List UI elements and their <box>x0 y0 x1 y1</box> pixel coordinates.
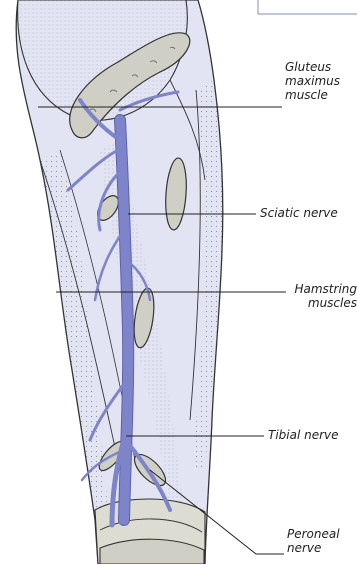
label-peroneal-nerve: Peroneal nerve <box>287 527 357 555</box>
inset-frame <box>258 0 357 14</box>
label-gluteus-maximus: Gluteus maximus muscle <box>285 60 357 102</box>
label-tibial-nerve: Tibial nerve <box>268 428 339 442</box>
label-hamstring-muscles: Hamstring muscles <box>282 282 357 310</box>
label-sciatic-nerve: Sciatic nerve <box>260 206 338 220</box>
